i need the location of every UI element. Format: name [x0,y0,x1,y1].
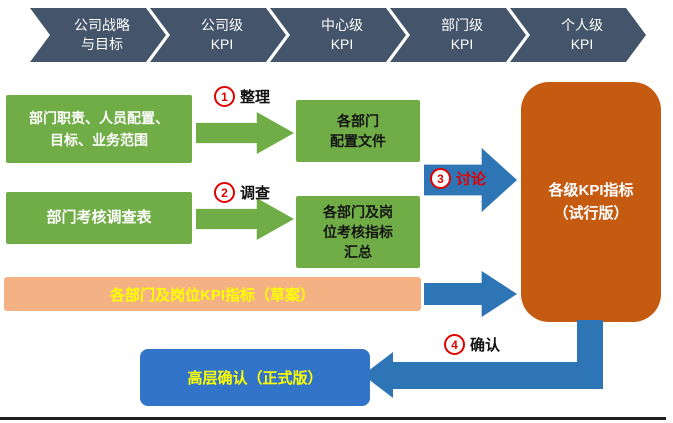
stage-label: 公司级 [201,17,243,33]
stage-label: 部门级 [441,17,483,33]
stage-personal-kpi: 个人级 KPI [510,8,646,62]
box-text: 各部门及岗 [323,204,393,220]
stage-label: 与目标 [81,36,123,52]
step-4-circle: 4 [444,334,465,355]
step-3-discuss: 3 讨论 [430,168,486,189]
box-dept-survey: 部门考核调查表 [6,192,192,244]
box-text: 部门职责、人员配置、 [29,110,169,126]
step-2-survey: 2 调查 [214,182,270,203]
draft-submit-arrow [424,271,517,317]
box-text: 高层确认（正式版） [187,370,323,387]
stage-department-kpi: 部门级 KPI [390,8,526,62]
bar-kpi-draft: 各部门及岗位KPI指标（草案） [4,277,421,311]
step-4-confirm: 4 确认 [444,334,500,355]
step-2-label: 调查 [240,185,271,202]
survey-arrow [196,198,294,240]
confirm-path-horizontal [393,362,603,389]
step-2-circle: 2 [214,182,235,203]
box-text: 汇总 [344,244,372,260]
box-dept-duties: 部门职责、人员配置、 目标、业务范围 [6,95,192,163]
organize-arrow [196,112,294,154]
stage-label: 个人级 [561,17,603,33]
stage-center-kpi: 中心级 KPI [270,8,406,62]
step-3-label: 讨论 [456,171,487,188]
step-1-label: 整理 [240,89,271,106]
step-3-circle: 3 [430,168,451,189]
box-text: （试行版） [553,205,629,222]
box-text: 部门考核调查表 [46,209,152,226]
box-text: 配置文件 [330,133,386,149]
box-text: 各级KPI指标 [548,182,634,199]
stage-label: KPI [450,36,474,52]
box-final-confirm: 高层确认（正式版） [140,349,370,406]
stage-label: KPI [330,36,354,52]
bottom-border [0,417,666,420]
box-text: 各部门 [337,113,379,129]
box-kpi-summary: 各部门及岗 位考核指标 汇总 [296,196,420,268]
box-dept-config: 各部门 配置文件 [296,100,420,162]
stage-company-kpi: 公司级 KPI [150,8,286,62]
stage-label: 中心级 [321,17,363,33]
stage-label: KPI [210,36,234,52]
stage-company-strategy: 公司战略 与目标 [30,8,166,62]
box-text: 各部门及岗位KPI指标（草案） [109,286,315,304]
step-1-circle: 1 [214,86,235,107]
step-1-organize: 1 整理 [214,86,270,107]
step-4-label: 确认 [470,337,501,354]
stage-label: 公司战略 [74,17,130,33]
stage-label: KPI [570,36,594,52]
box-kpi-trial: 各级KPI指标 （试行版） [521,82,661,322]
box-text: 位考核指标 [323,224,393,240]
box-text: 目标、业务范围 [50,132,148,148]
